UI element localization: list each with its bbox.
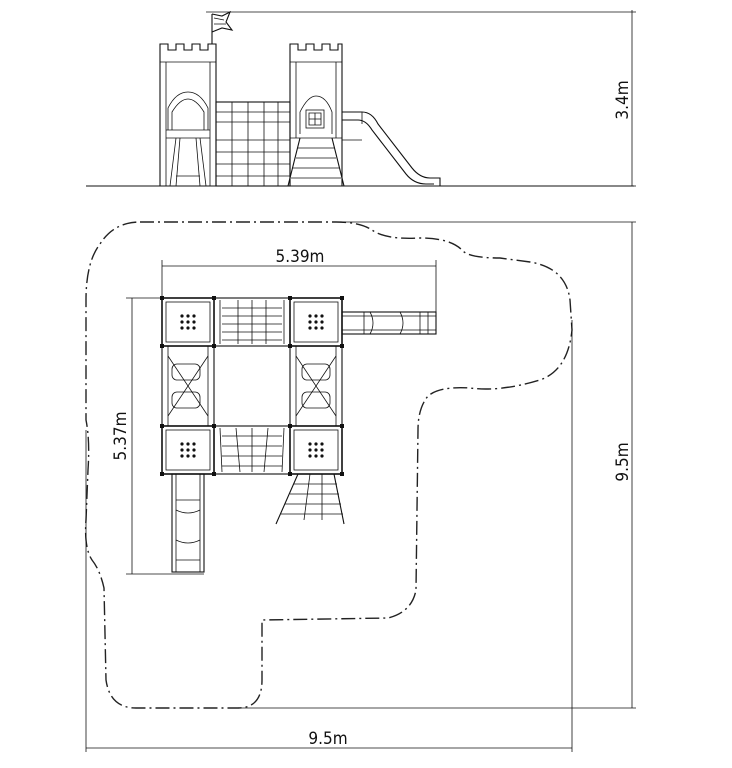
plan-slide-right <box>341 311 437 335</box>
height-dimension: 3.4m <box>206 10 636 187</box>
tower-deck-bottom-right <box>289 425 343 475</box>
center-frame <box>161 297 343 475</box>
tower-deck-top-left <box>161 297 215 347</box>
elevation-view: 3.4m <box>86 10 636 187</box>
tower-deck-bottom-left <box>161 425 215 475</box>
depth-label: 5.37m <box>111 412 131 461</box>
height-label: 3.4m <box>613 80 633 119</box>
width-dimension: 5.39m <box>161 247 437 312</box>
tower-deck-top-right <box>289 297 343 347</box>
elevation-bridge <box>215 101 291 187</box>
plan-view: 5.39m 5.37m 9.5m 9.5m <box>84 221 636 752</box>
right-tower <box>287 43 345 187</box>
safety-depth-label: 9.5m <box>613 442 633 481</box>
safety-width-dimension: 9.5m <box>85 320 573 752</box>
left-tower <box>159 43 217 187</box>
elevation-slide <box>342 111 441 186</box>
safety-width-label: 9.5m <box>308 729 347 749</box>
width-label: 5.39m <box>276 247 325 267</box>
depth-dimension: 5.37m <box>111 297 204 575</box>
flag <box>211 10 234 44</box>
safety-depth-dimension: 9.5m <box>238 221 636 709</box>
plan-slide-down <box>171 473 205 573</box>
plan-ladder <box>275 473 345 525</box>
safety-zone-outline <box>84 221 573 709</box>
